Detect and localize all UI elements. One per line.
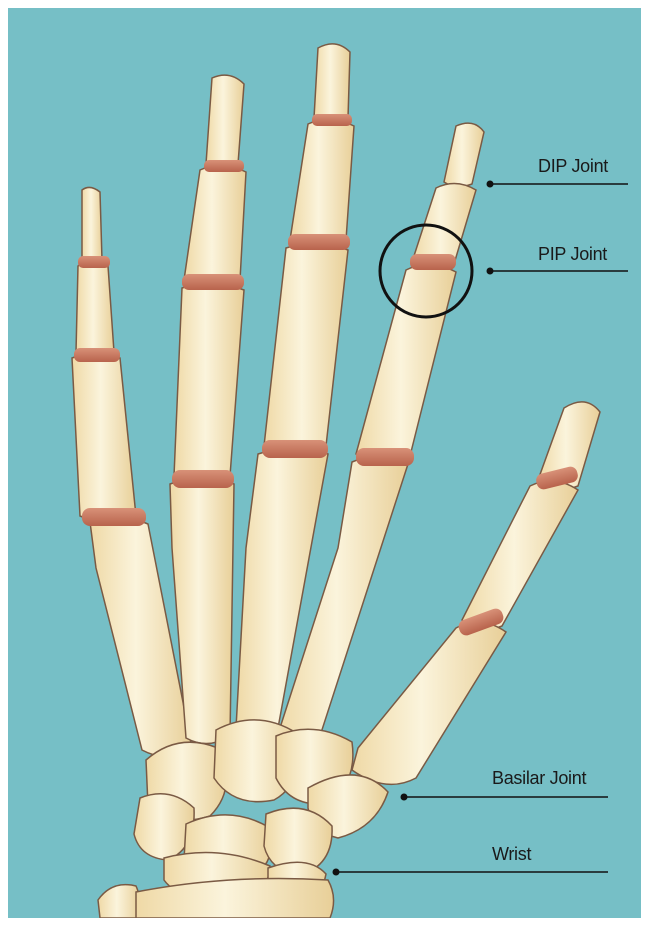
dip-leader-dot [487,181,494,188]
diagram-panel: DIP Joint PIP Joint Basilar Joint Wrist [8,8,641,918]
wrist-label: Wrist [492,844,531,865]
basilar-leader-dot [401,794,408,801]
pip-joint-label: PIP Joint [538,244,607,265]
basilar-joint-label: Basilar Joint [492,768,586,789]
pip-leader-dot [487,268,494,275]
dip-joint-label: DIP Joint [538,156,608,177]
forearm-bones [98,879,334,919]
ring-finger-bones [170,75,246,743]
wrist-leader-dot [333,869,340,876]
carpal-bones [134,720,388,902]
